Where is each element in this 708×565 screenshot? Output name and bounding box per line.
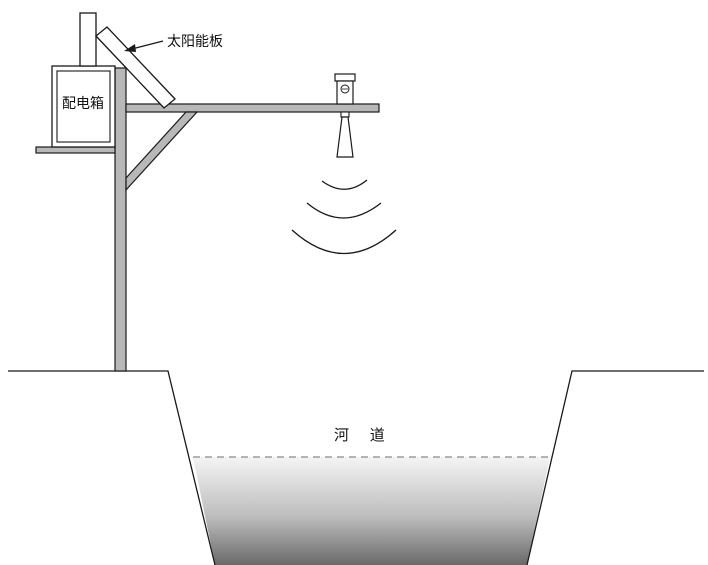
radar-wave-outer [291,229,397,255]
sensor-horn [336,116,354,158]
radar-wave-middle [306,202,382,219]
mast-top [79,12,97,67]
mounting-pole [35,67,380,372]
cantilever-arm [125,103,380,113]
river-channel: 河 道 [8,370,704,565]
channel-bank-outline [8,370,704,565]
box-shelf [35,146,116,154]
solar-panel-label: 太阳能板 [167,34,223,50]
pointer-arrowhead [124,44,136,52]
solar-panel: 太阳能板 [95,26,223,109]
distribution-box-label: 配电箱 [62,96,104,112]
radar-waves [291,179,397,255]
radar-wave-inner [321,179,368,190]
solar-panel-body [95,26,176,109]
diagonal-brace [125,111,199,192]
river-label: 河 道 [334,426,393,444]
sensor-cap [334,73,356,82]
sensor-display-icon [340,84,350,94]
water-body [193,457,550,565]
radar-sensor [334,73,356,158]
sensor-flange [340,111,350,118]
vertical-pole [114,67,127,372]
distribution-box: 配电箱 [51,65,116,148]
box-inner-panel [56,70,111,143]
